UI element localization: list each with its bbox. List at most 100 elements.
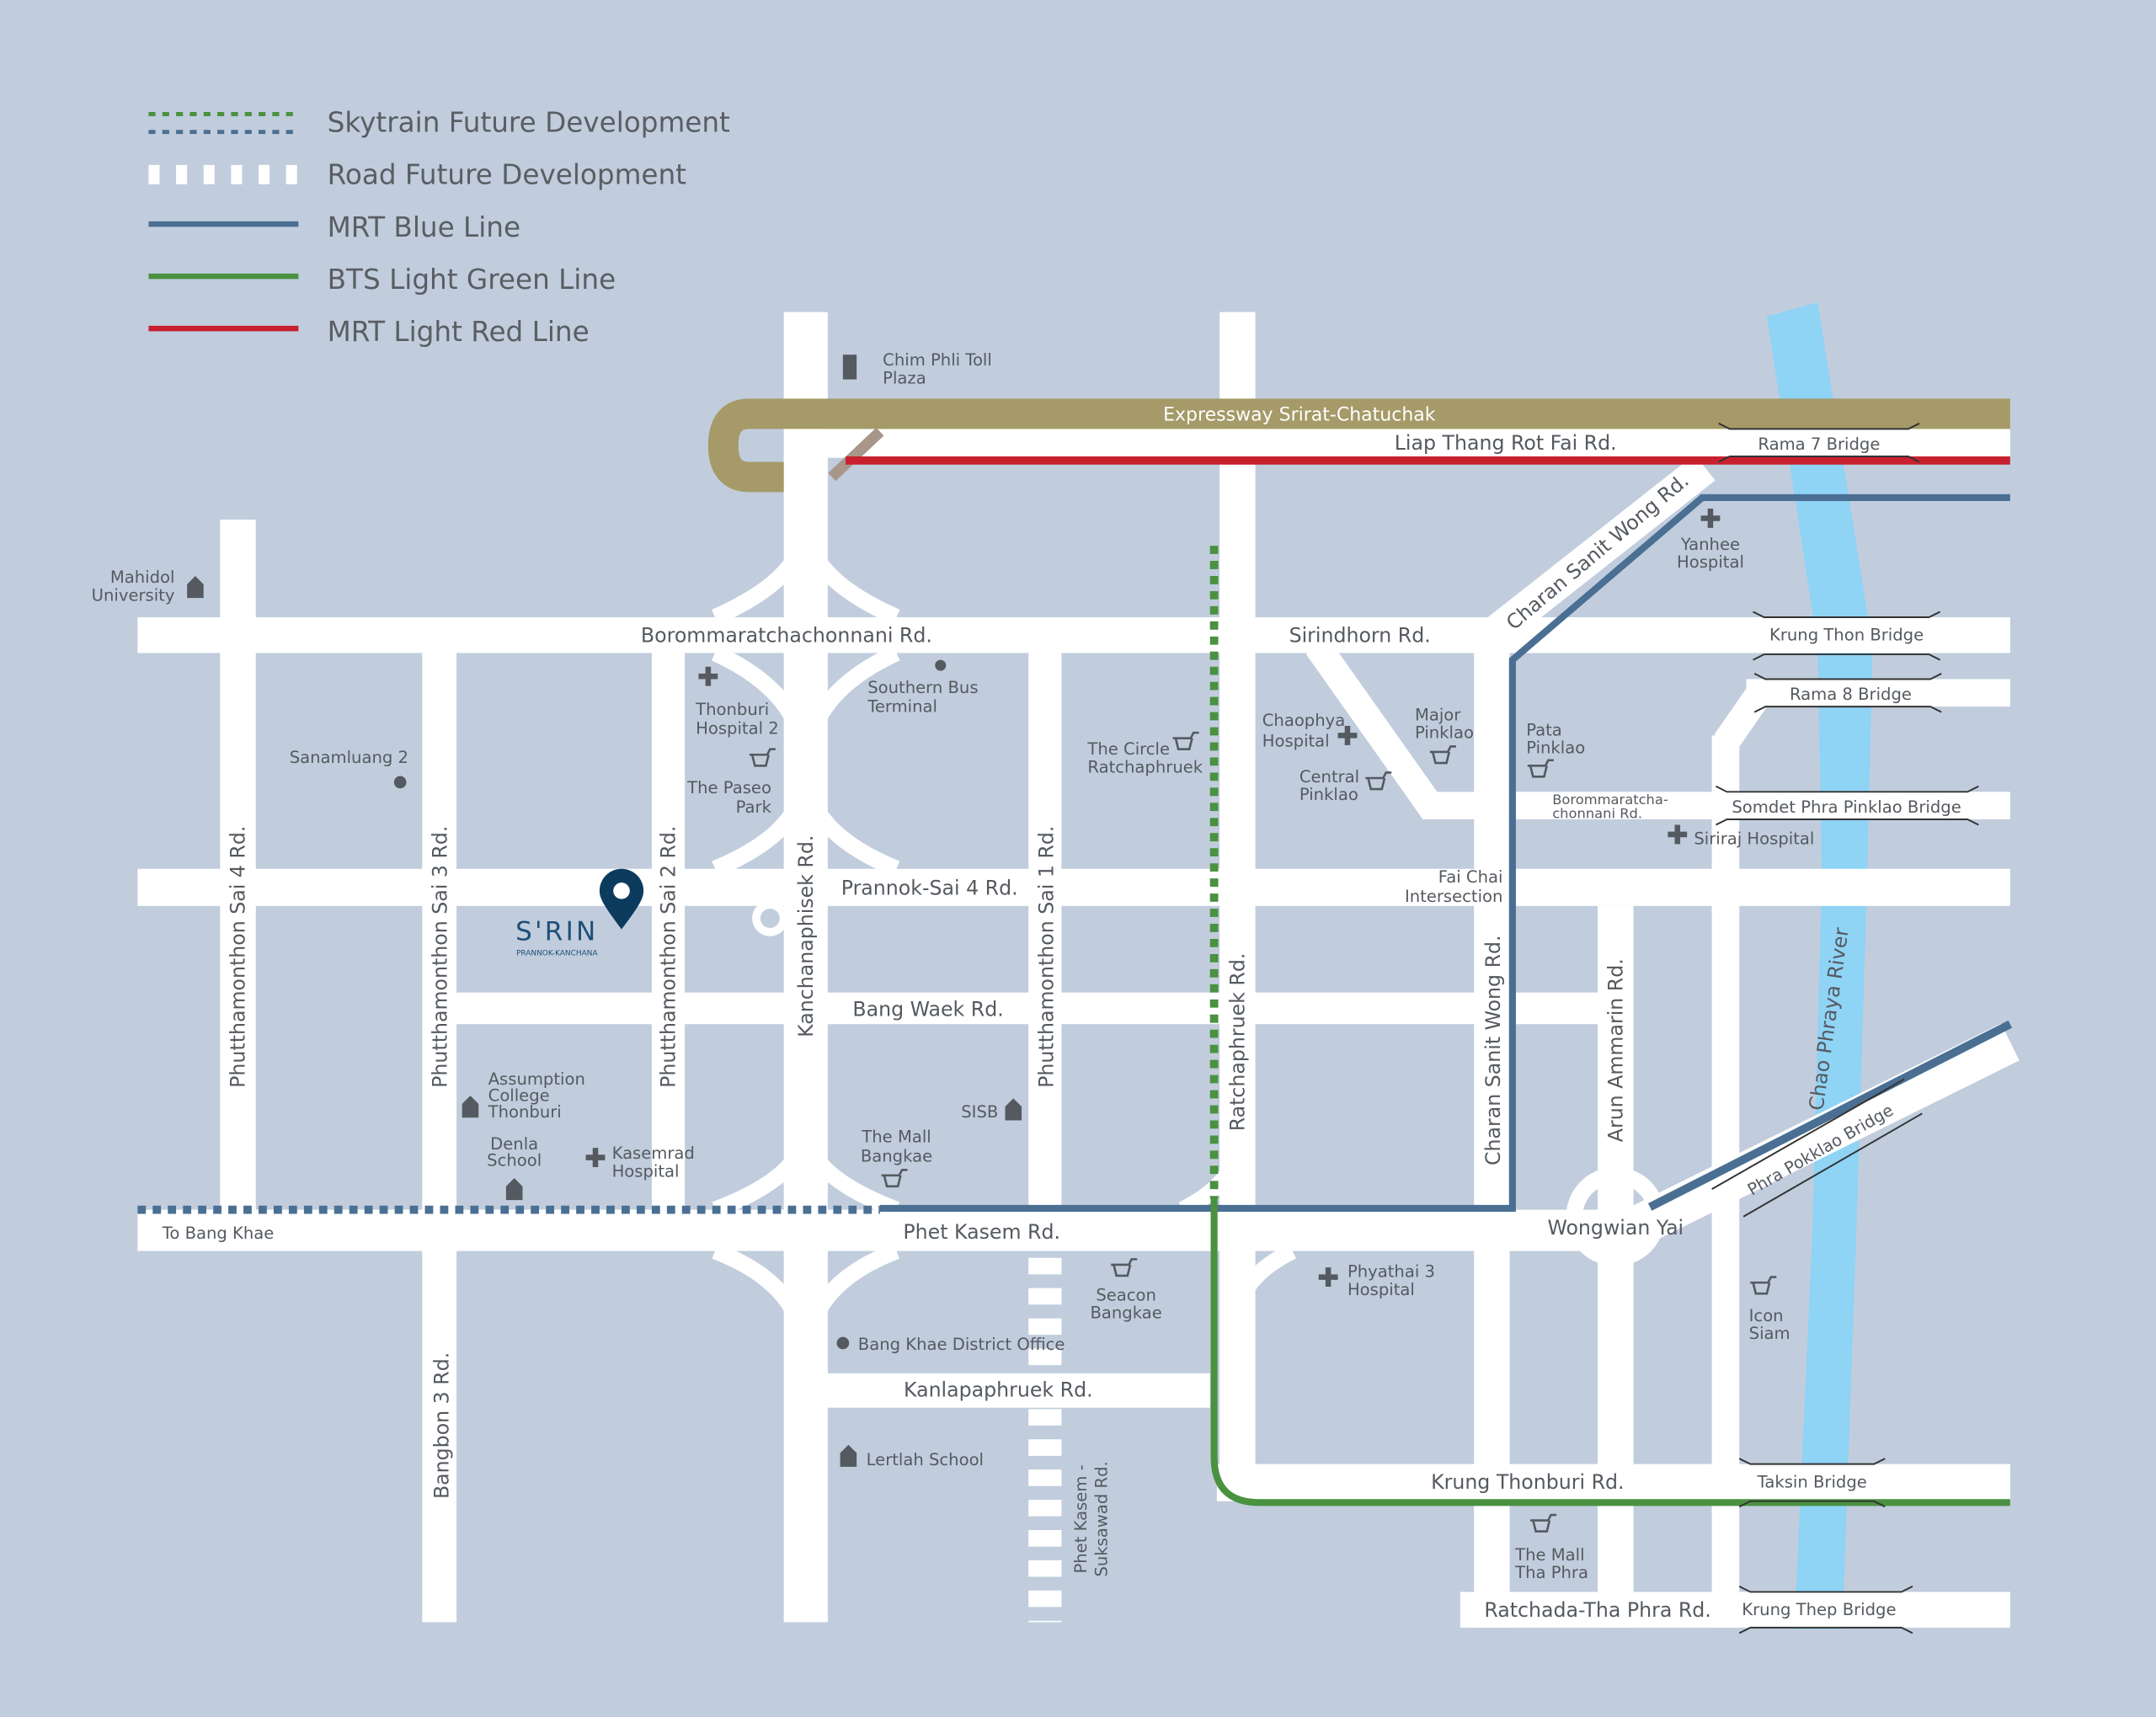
label-kanlapa: Kanlapaphruek Rd.: [904, 1378, 1093, 1402]
hospital-icon: [1700, 509, 1721, 528]
label-somdet-bridge: Somdet Phra Pinklao Bridge: [1732, 797, 1961, 817]
label-faichai: Fai Chai: [1438, 867, 1503, 887]
label-iconsiam-2: Siam: [1749, 1324, 1790, 1343]
legend-bts-green: BTS Light Green Line: [328, 264, 616, 296]
legend: Skytrain Future Development Road Future …: [148, 107, 730, 348]
project-logo: S'RIN: [515, 917, 598, 947]
label-yanhee: Yanhee: [1680, 535, 1740, 554]
label-siriraj: Siriraj Hospital: [1694, 829, 1814, 848]
label-paseo-2: Park: [736, 797, 772, 817]
label-sanamluang: Sanamluang 2: [290, 748, 408, 767]
dot-icon: [935, 659, 947, 671]
label-chimphli-2: Plaza: [883, 368, 926, 387]
cart-icon: [1111, 1258, 1138, 1277]
hospital-icon: [1668, 824, 1688, 845]
expressway-label: Expressway Srirat-Chatuchak: [1163, 405, 1436, 426]
dot-icon: [393, 776, 407, 789]
label-circle: The Circle: [1086, 739, 1170, 759]
cart-icon: [881, 1168, 908, 1188]
label-faichai-2: Intersection: [1405, 887, 1502, 906]
legend-mrt-red: MRT Light Red Line: [328, 316, 590, 348]
pin-hole: [613, 882, 630, 899]
label-kasemrad: Kasemrad: [612, 1144, 695, 1163]
expressway: [707, 398, 2010, 493]
label-phyathai-2: Hospital: [1348, 1280, 1415, 1299]
label-rama7-bridge: Rama 7 Bridge: [1758, 435, 1880, 454]
label-arun: Arun Ammarin Rd.: [1604, 958, 1627, 1142]
label-chimphli: Chim Phli Toll: [883, 350, 992, 370]
label-phetkasem: Phet Kasem Rd.: [903, 1220, 1060, 1244]
label-sai2: Phutthamonthon Sai 2 Rd.: [657, 826, 680, 1088]
label-thonburi2: Thonburi: [695, 700, 769, 719]
label-sai4: Phutthamonthon Sai 4 Rd.: [227, 826, 250, 1088]
cart-icons: [749, 731, 1777, 1533]
label-mahidol-2: University: [92, 585, 175, 605]
label-assumption-2: College: [488, 1086, 550, 1106]
poi-icons: [187, 355, 1721, 1467]
legend-mrt-blue: MRT Blue Line: [328, 211, 520, 243]
label-charan: Charan Sanit Wong Rd.: [1481, 935, 1505, 1165]
label-chaophya: Chaophya: [1262, 711, 1345, 730]
label-boromma-small-2: chonnani Rd.: [1552, 805, 1642, 821]
label-assumption-3: Thonburi: [488, 1102, 562, 1122]
label-lertlah: Lertlah School: [867, 1450, 984, 1469]
label-pata: Pata: [1526, 720, 1562, 739]
label-bangkhae-office: Bang Khae District Office: [858, 1335, 1065, 1354]
label-mallthaphra-2: Tha Phra: [1514, 1563, 1588, 1582]
dot-icon: [836, 1336, 850, 1350]
label-rama8-bridge: Rama 8 Bridge: [1790, 685, 1912, 704]
label-wongwian-yai: Wongwian Yai: [1547, 1216, 1684, 1240]
label-circle-2: Ratchaphruek: [1087, 757, 1203, 776]
label-central-2: Pinklao: [1299, 785, 1358, 804]
label-denla: Denla: [490, 1134, 538, 1154]
label-sai1: Phutthamonthon Sai 1 Rd.: [1035, 826, 1059, 1088]
label-thonburi2-2: Hospital 2: [696, 719, 779, 739]
school-icon: [505, 1178, 523, 1201]
legend-skytrain: Skytrain Future Development: [328, 107, 730, 139]
mrt-blue-line: [879, 493, 2010, 1213]
label-bangwaek: Bang Waek Rd.: [852, 997, 1003, 1021]
project-marker[interactable]: S'RIN PRANNOK-KANCHANA: [515, 868, 644, 958]
cart-icon: [1429, 745, 1456, 765]
label-taksin-bridge: Taksin Bridge: [1757, 1472, 1867, 1491]
cart-icon: [1365, 771, 1392, 791]
roads: [137, 312, 2010, 1628]
label-suksawad-2: Suksawad Rd.: [1091, 1461, 1111, 1576]
school-icon: [187, 576, 204, 599]
label-mallbangkae: The Mall: [861, 1128, 931, 1147]
road-labels: Liap Thang Rot Fai Rd. Borommaratchachon…: [162, 431, 1854, 1622]
road-curves: [711, 454, 2020, 1623]
label-assumption: Assumption: [488, 1069, 585, 1089]
label-ratchaphruek: Ratchaphruek Rd.: [1226, 953, 1250, 1132]
cart-icon: [1530, 1513, 1557, 1533]
mrt-blue-line-east: [1647, 1020, 2013, 1211]
label-southernbus-2: Terminal: [867, 697, 937, 717]
cart-icon: [1527, 759, 1554, 778]
label-southernbus: Southern Bus: [867, 678, 978, 697]
label-seacon-2: Bangkae: [1090, 1304, 1161, 1323]
bridge-marks: [1711, 422, 1979, 1634]
label-yanhee-2: Hospital: [1677, 552, 1744, 572]
hospital-icon: [1337, 725, 1358, 745]
label-mallthaphra: The Mall: [1514, 1545, 1584, 1565]
label-mallbangkae-2: Bangkae: [861, 1146, 932, 1165]
label-sai3: Phutthamonthon Sai 3 Rd.: [429, 826, 452, 1088]
cart-icon: [1172, 731, 1199, 751]
cart-icon: [1750, 1276, 1777, 1295]
label-bangbon: Bangbon 3 Rd.: [430, 1352, 453, 1499]
cart-icon: [749, 748, 776, 767]
hospital-icon: [698, 666, 718, 686]
label-krungthon-bridge: Krung Thon Bridge: [1769, 626, 1924, 645]
hospital-icon: [1318, 1267, 1338, 1288]
label-mahidol: Mahidol: [110, 568, 175, 587]
label-major: Major: [1415, 705, 1461, 724]
school-icon: [1005, 1098, 1022, 1121]
label-kanchana: Kanchanaphisek Rd.: [794, 835, 818, 1037]
place-labels: Chim Phli Toll Plaza Mahidol University …: [92, 350, 1815, 1582]
label-krungthep-bridge: Krung Thep Bridge: [1742, 1600, 1896, 1619]
school-icon: [462, 1096, 479, 1118]
label-major-2: Pinklao: [1415, 723, 1474, 743]
label-kasemrad-2: Hospital: [612, 1161, 680, 1181]
